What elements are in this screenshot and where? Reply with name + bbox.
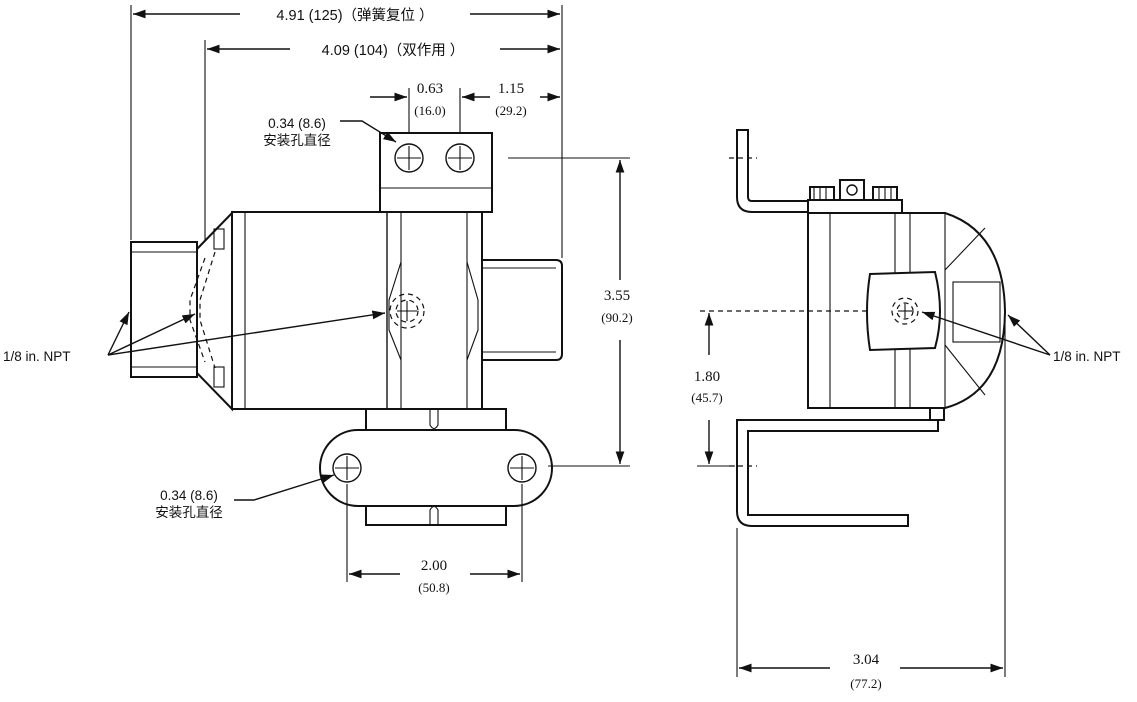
- dim-side-height-mm: (45.7): [691, 390, 722, 405]
- callout-mount-hole-top-2: 安装孔直径: [263, 133, 331, 148]
- dim-side-width-in: 3.04: [853, 652, 880, 668]
- front-view: [130, 132, 563, 526]
- callout-mount-hole-bottom-1: 0.34 (8.6): [160, 488, 218, 503]
- bracket-top: [365, 408, 507, 431]
- upper-bracket: [736, 129, 809, 213]
- port-block: [379, 132, 493, 213]
- mount-hole-right-icon: [507, 453, 537, 483]
- dim-overall-spring-return: 4.91 (125)（弹簧复位 ）: [276, 6, 433, 24]
- dim-bracket-spacing-mm: (50.8): [418, 580, 449, 595]
- dim-side-height-in: 1.80: [694, 369, 720, 385]
- pilot-hole-icon: [389, 293, 425, 329]
- side-dimensions: 1.80 (45.7) 3.04 (77.2) 1/8 in. NPT: [691, 311, 1121, 691]
- front-dimensions: 4.91 (125)（弹簧复位 ） 4.09 (104)（双作用 ） 0.63 …: [3, 5, 633, 595]
- valve-body: [231, 211, 483, 410]
- side-view: [700, 129, 1007, 527]
- dim-port-offset-mm: (29.2): [495, 103, 526, 118]
- callout-mount-hole-bottom-2: 安装孔直径: [155, 505, 223, 520]
- callout-npt-left: 1/8 in. NPT: [3, 349, 71, 364]
- dim-port-spacing-in: 0.63: [417, 81, 443, 97]
- dim-height-in: 3.55: [604, 288, 630, 304]
- mounting-bracket: [319, 429, 553, 507]
- dim-bracket-spacing-in: 2.00: [421, 558, 447, 574]
- callout-mount-hole-top-1: 0.34 (8.6): [268, 116, 326, 131]
- dim-port-spacing-mm: (16.0): [414, 103, 445, 118]
- side-port-hole-icon: [891, 297, 919, 325]
- lower-bracket: [736, 419, 939, 527]
- dim-overall-double-acting: 4.09 (104)（双作用 ）: [322, 42, 465, 59]
- callout-npt-right: 1/8 in. NPT: [1053, 349, 1121, 364]
- left-port-stub: [130, 241, 198, 378]
- dim-side-width-mm: (77.2): [850, 676, 881, 691]
- right-cylinder: [481, 259, 563, 361]
- port-hole-left-icon: [394, 143, 424, 173]
- dim-port-offset-in: 1.15: [498, 81, 524, 97]
- dim-height-mm: (90.2): [601, 310, 632, 325]
- port-hole-right-icon: [445, 143, 475, 173]
- mount-hole-left-icon: [332, 453, 362, 483]
